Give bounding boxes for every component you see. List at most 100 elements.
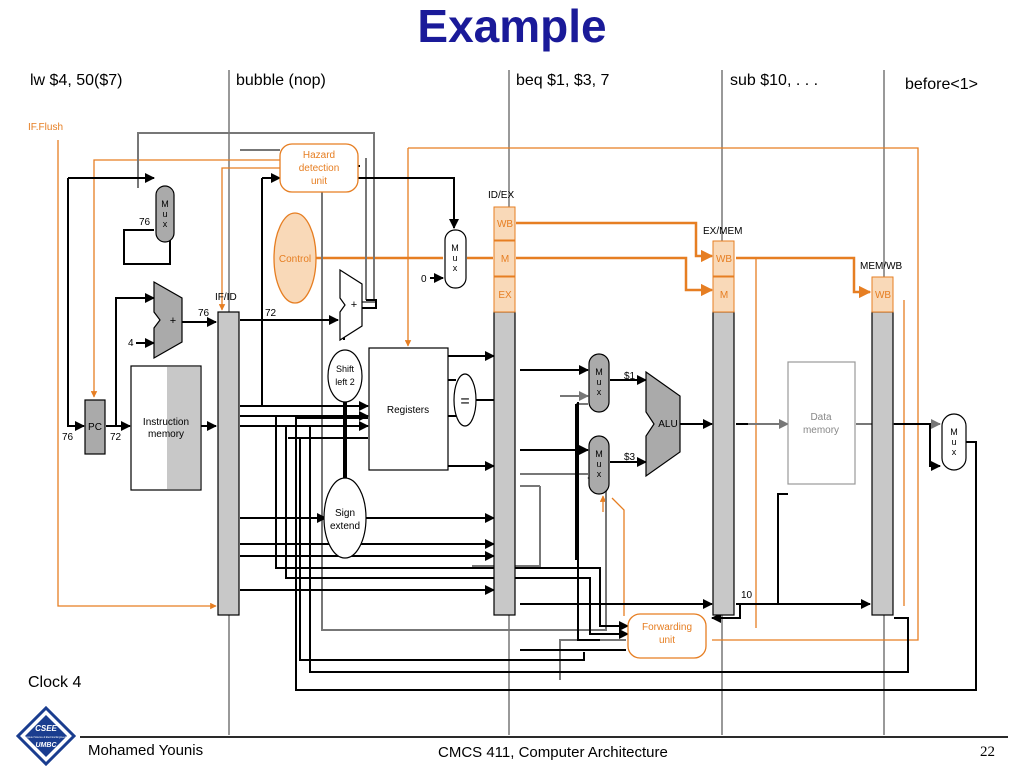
value-76-ifid: 76: [198, 308, 210, 319]
mux3-u: u: [596, 377, 601, 387]
control-unit: [273, 212, 317, 304]
branch-comparator: [453, 373, 477, 427]
control-field-labels: WB M EX WB M WB: [497, 219, 891, 301]
dmem-label-1: Data: [810, 412, 832, 423]
mux1-m: M: [161, 199, 169, 209]
hazard-detection-unit: [279, 143, 359, 193]
if-id-label: IF/ID: [215, 292, 237, 303]
ex-mem-m-label: M: [720, 290, 728, 301]
mux5-u: u: [951, 437, 956, 447]
stage-label-ex: beq $1, $3, 7: [516, 72, 610, 89]
value-10: 10: [741, 590, 753, 601]
stage-label-wb: before<1>: [905, 76, 978, 93]
stage-label-id: bubble (nop): [236, 72, 326, 89]
ex-mem-wb-label: WB: [716, 254, 732, 265]
stage-label-if: lw $4, 50($7): [30, 72, 123, 89]
if-id-register: [217, 311, 240, 616]
comparator-label: =: [460, 393, 469, 410]
imem-label-2: memory: [148, 429, 184, 440]
mem-wb-register: [871, 311, 894, 616]
sign-label-1: Sign: [335, 508, 355, 519]
sign-extend: [323, 477, 367, 559]
id-ex-wb-box: [493, 206, 516, 241]
footer-author: Mohamed Younis: [88, 742, 204, 759]
fwd-label-1: Forwarding: [642, 622, 692, 633]
writeback-mux: [941, 413, 967, 471]
logo-line3: UMBC: [36, 742, 58, 749]
shift-label-2: left 2: [335, 377, 355, 387]
mux5-x: x: [952, 447, 957, 457]
value-reg-3: $3: [624, 452, 636, 463]
if-flush-label: IF.Flush: [28, 122, 63, 133]
mux3-m: M: [595, 367, 603, 377]
pc-adder: [153, 280, 183, 360]
dmem-label-2: memory: [803, 425, 839, 436]
mux2-u: u: [452, 253, 457, 263]
mem-wb-wb-box: [871, 276, 894, 313]
stage-label-mem: sub $10, . . .: [730, 72, 819, 89]
id-ex-ex-label: EX: [498, 290, 512, 301]
page-number: 22: [980, 744, 995, 760]
mux-letters: M u x M u x M u x M u x M u x: [161, 199, 958, 479]
mux4-x: x: [597, 469, 602, 479]
mux2-m: M: [451, 243, 459, 253]
id-ex-m-box: [493, 240, 516, 277]
pc-adder-plus: +: [170, 315, 176, 327]
mux1-u: u: [162, 209, 167, 219]
value-0: 0: [421, 274, 427, 285]
value-72-pc: 72: [110, 432, 122, 443]
shift-left-2: [327, 349, 363, 403]
value-76-mux: 76: [139, 217, 151, 228]
mux4-m: M: [595, 449, 603, 459]
branch-adder-plus: +: [351, 299, 357, 311]
program-counter: [84, 399, 106, 455]
hazard-label-2: detection: [299, 163, 340, 174]
control-zero-mux: [444, 229, 467, 289]
ex-mem-wb-box: [712, 240, 735, 277]
shift-label-1: Shift: [336, 364, 355, 374]
registers-label: Registers: [387, 405, 429, 416]
id-ex-register: [493, 311, 516, 616]
forward-b-mux: [588, 435, 610, 495]
hazard-label-3: unit: [311, 176, 327, 187]
sign-label-2: extend: [330, 521, 360, 532]
data-memory: [787, 361, 856, 485]
control-label: Control: [279, 254, 311, 265]
clock-label: Clock 4: [28, 674, 82, 691]
ex-mem-register: [712, 311, 735, 616]
footer-divider: [80, 736, 1008, 738]
value-72-ifid: 72: [265, 308, 277, 319]
id-ex-m-label: M: [501, 254, 509, 265]
logo-line2: Computer Science & Electrical Engineerin…: [23, 736, 69, 739]
footer-course: CMCS 411, Computer Architecture: [438, 744, 668, 761]
pipeline-registers: [217, 311, 894, 616]
ex-mem-label: EX/MEM: [703, 226, 742, 237]
id-ex-ex-box: [493, 276, 516, 313]
slide-title: Example: [417, 0, 607, 52]
register-file: [368, 347, 449, 471]
branch-adder: [339, 268, 363, 342]
control-wires: [57, 140, 919, 641]
mem-wb-label: MEM/WB: [860, 261, 903, 272]
id-ex-label: ID/EX: [488, 190, 514, 201]
logo-line1: CSEE: [35, 724, 57, 733]
forwarding-unit: [627, 613, 707, 659]
mux1-x: x: [163, 219, 168, 229]
control-bus: [316, 221, 872, 299]
value-4: 4: [128, 338, 134, 349]
value-reg-1: $1: [624, 371, 636, 382]
value-76-pc: 76: [62, 432, 74, 443]
pc-label: PC: [88, 422, 102, 433]
mux4-u: u: [596, 459, 601, 469]
mem-wb-wb-label: WB: [875, 290, 891, 301]
fwd-label-2: unit: [659, 635, 675, 646]
ex-mem-m-box: [712, 276, 735, 313]
mux3-x: x: [597, 387, 602, 397]
hazard-label-1: Hazard: [303, 150, 335, 161]
alu-label: ALU: [658, 419, 677, 430]
alu: [645, 370, 681, 478]
pc-source-mux: [155, 185, 175, 243]
mux2-x: x: [453, 263, 458, 273]
control-fields: [493, 206, 894, 313]
